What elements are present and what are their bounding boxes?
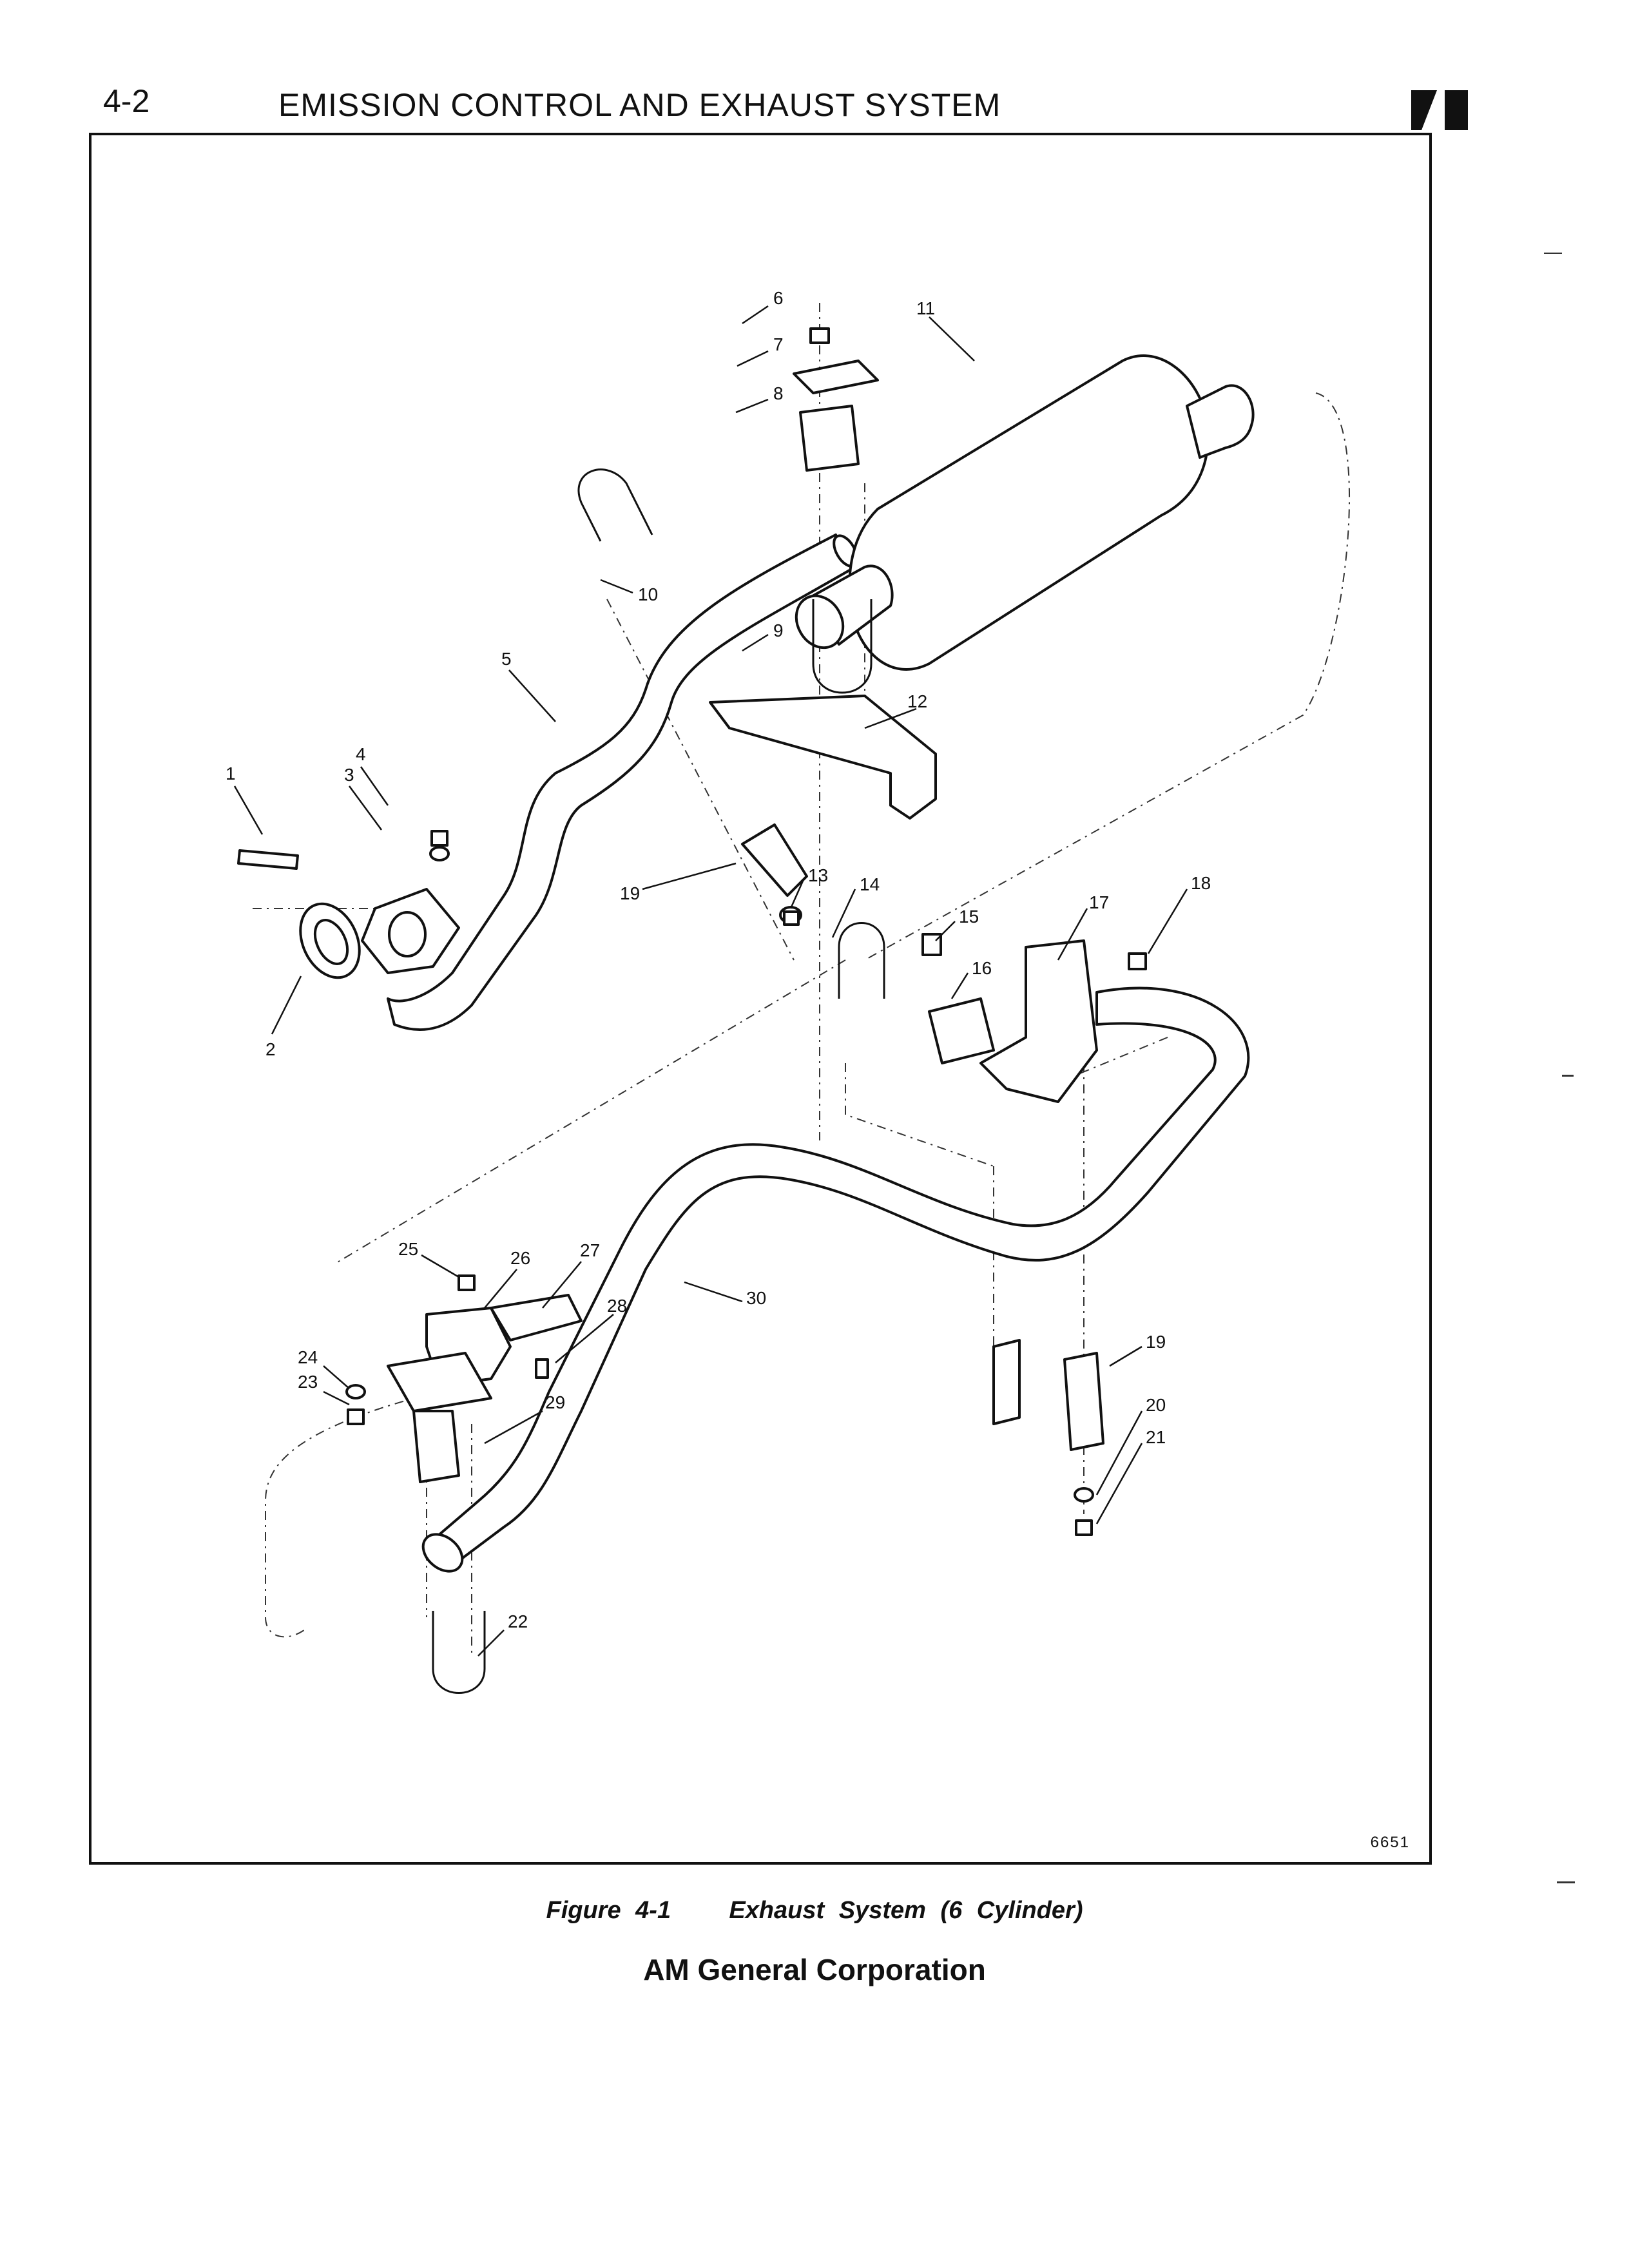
- callout-label: 4: [356, 744, 366, 764]
- callout-label: 12: [907, 691, 927, 711]
- callout-label: 1: [226, 764, 236, 783]
- figure-caption: Figure 4-1 Exhaust System (6 Cylinder): [0, 1897, 1629, 1925]
- callout-label: 8: [773, 383, 784, 403]
- publisher-logo-icon: [1411, 90, 1468, 130]
- callout-label: 27: [580, 1240, 600, 1260]
- callout-label: 16: [972, 958, 992, 978]
- callout-label: 10: [638, 584, 658, 604]
- callout-label: 30: [746, 1288, 766, 1308]
- callout-label: 19: [1146, 1332, 1166, 1352]
- figure-caption-number: Figure 4-1: [546, 1897, 671, 1924]
- callout-label: 18: [1191, 873, 1211, 893]
- callout-label: 5: [501, 649, 512, 669]
- callout-label: 24: [298, 1347, 318, 1367]
- callout-label: 15: [959, 907, 979, 927]
- page-number: 4-2: [103, 83, 150, 119]
- callout-label: 19: [620, 883, 640, 903]
- exhaust-system-drawing: 1 2 3 4 5 6 7 8 9 10 11 12 13 14 15 16 1…: [226, 288, 1350, 1694]
- callout-label: 2: [265, 1039, 276, 1059]
- margin-mark: [1562, 1075, 1574, 1077]
- section-title: EMISSION CONTROL AND EXHAUST SYSTEM: [278, 87, 1001, 123]
- callout-label: 21: [1146, 1427, 1166, 1447]
- callout-label: 6: [773, 288, 784, 308]
- callout-label: 13: [808, 865, 828, 885]
- publisher-name: AM General Corporation: [643, 1953, 986, 1986]
- callout-label: 11: [916, 298, 935, 318]
- callout-label: 28: [607, 1296, 627, 1316]
- callout-label: 9: [773, 620, 784, 640]
- callout-label: 23: [298, 1372, 318, 1392]
- figure-caption-title: Exhaust System (6 Cylinder): [729, 1897, 1083, 1924]
- callout-label: 17: [1089, 892, 1109, 912]
- margin-mark: [1557, 1881, 1575, 1883]
- callout-label: 29: [545, 1392, 565, 1412]
- margin-mark: [1544, 253, 1562, 254]
- callout-label: 14: [860, 874, 880, 894]
- callout-label: 25: [398, 1239, 418, 1259]
- callout-label: 3: [344, 765, 354, 785]
- callout-label: 22: [508, 1611, 528, 1631]
- callout-label: 26: [510, 1248, 530, 1268]
- figure-frame: 1 2 3 4 5 6 7 8 9 10 11 12 13 14 15 16 1…: [89, 133, 1432, 1865]
- drawing-number: 6651: [1370, 1834, 1410, 1851]
- callout-label: 20: [1146, 1395, 1166, 1415]
- callout-label: 7: [773, 334, 784, 354]
